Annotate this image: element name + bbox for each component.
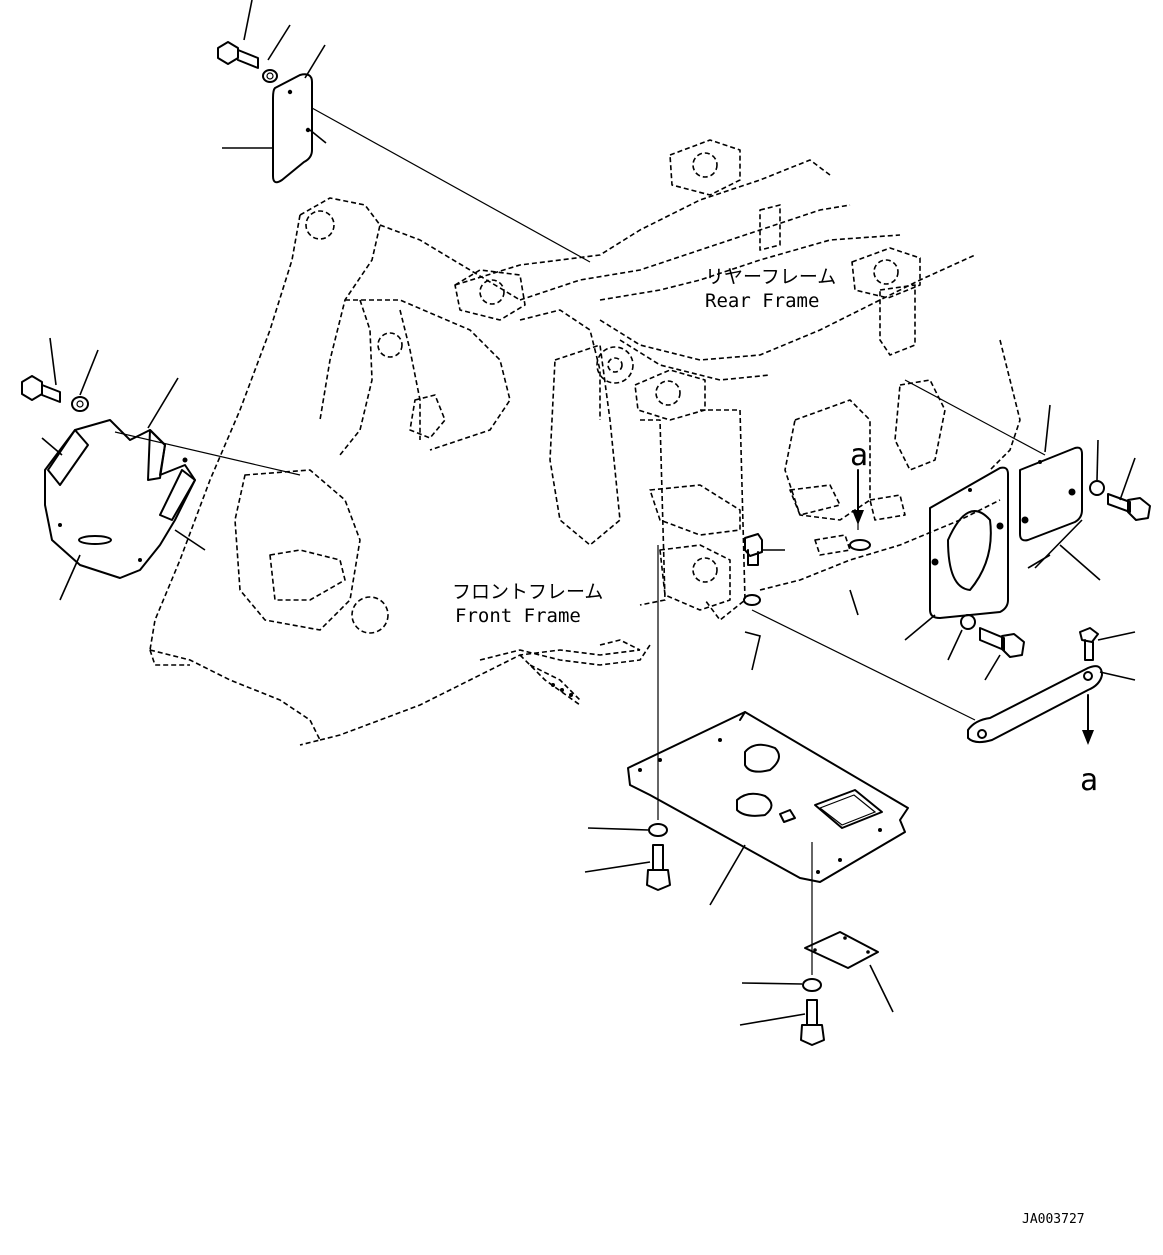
cover-plate-left: [44, 419, 196, 579]
under-cover-plate: [627, 711, 909, 883]
view-marker-a-bottom: a: [1080, 763, 1098, 798]
bolt-small: [800, 999, 825, 1046]
front-frame-label-en: Front Frame: [455, 605, 581, 627]
bolt-center-upper: [744, 533, 763, 566]
washer-small: [802, 978, 822, 992]
link-arm: [967, 665, 1103, 744]
drawing-number: JA003727: [1022, 1212, 1085, 1227]
washer-left: [71, 396, 89, 412]
left-cover-group: [21, 337, 301, 601]
cover-plate-top: [272, 73, 313, 184]
bolt-link: [1079, 627, 1099, 661]
view-marker-a-top: a: [850, 438, 868, 473]
center-mount-group: [743, 469, 976, 721]
lower-pin-detail: [519, 654, 581, 706]
bolt-under: [646, 844, 671, 891]
washer-center-lower: [743, 594, 761, 606]
right-cover-group: [904, 379, 1151, 681]
washer-top: [262, 69, 278, 83]
front-frame-label-jp: フロントフレーム: [452, 581, 603, 603]
washer-under: [648, 823, 668, 837]
under-cover-group: [584, 545, 909, 906]
rear-frame-label-en: Rear Frame: [705, 290, 819, 312]
bolt-top: [217, 41, 259, 69]
washer-center: [849, 539, 871, 551]
cover-plate-right-small: [1019, 446, 1083, 542]
bolt-left: [21, 375, 61, 403]
washer-right-lower: [960, 614, 976, 630]
rear-frame: [454, 139, 1021, 621]
top-cover-plate-group: [217, 0, 591, 263]
small-cover-plate: [804, 931, 879, 969]
washer-right-upper: [1089, 480, 1105, 496]
front-frame: [149, 197, 651, 746]
bolt-right-lower: [979, 627, 1025, 658]
rear-frame-label-jp: リヤーフレーム: [705, 266, 836, 288]
bolt-right-upper: [1107, 493, 1151, 521]
cover-plate-right-large: [929, 466, 1009, 619]
small-cover-group: [739, 842, 894, 1046]
link-arm-group: [967, 627, 1136, 745]
